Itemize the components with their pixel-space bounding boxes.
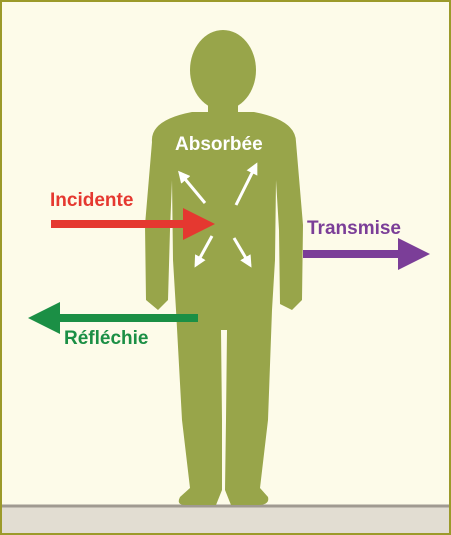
absorbed-label: Absorbée [175,134,263,155]
incident-label: Incidente [50,190,133,211]
transmitted-label: Transmise [307,218,401,239]
floor [2,506,449,533]
reflected-label: Réfléchie [64,328,148,349]
